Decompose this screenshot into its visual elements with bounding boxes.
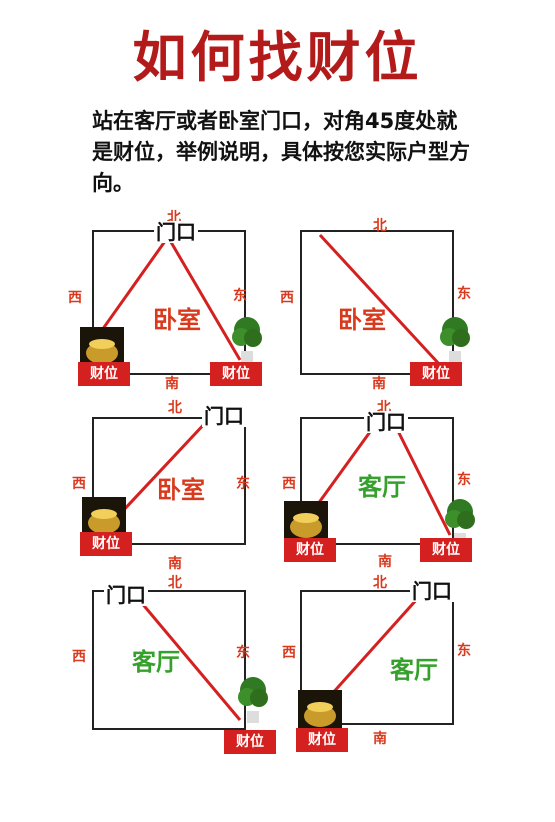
door-label: 门口 [154, 220, 198, 244]
dir-east: 东 [233, 288, 247, 304]
dir-south: 南 [372, 376, 386, 392]
diagonal-line [320, 596, 420, 707]
diagonal-line [93, 236, 242, 361]
gold-pot-icon [82, 497, 126, 537]
dir-east: 东 [457, 643, 471, 659]
dir-south: 南 [165, 376, 179, 392]
diagonal-line [318, 233, 442, 367]
dir-west: 西 [282, 645, 296, 661]
dir-east: 东 [457, 286, 471, 302]
dir-east: 东 [236, 645, 250, 661]
wealth-tag: 财位 [78, 362, 130, 386]
potted-plant-icon [440, 317, 470, 363]
potted-plant-icon [232, 317, 262, 363]
door-label: 门口 [410, 579, 454, 603]
diagram-6: 北 门口 西 东 南 客厅 财位 [280, 570, 495, 770]
room-name-bedroom: 卧室 [338, 306, 386, 334]
gold-pot-icon [284, 501, 328, 541]
room-name-bedroom: 卧室 [157, 476, 205, 504]
door-label: 门口 [104, 583, 148, 607]
dir-north: 北 [168, 575, 182, 591]
wealth-tag: 财位 [224, 730, 276, 754]
potted-plant-icon [238, 677, 268, 723]
gold-pot-icon [298, 690, 342, 730]
room-outline [300, 230, 454, 375]
gold-pot-icon [80, 327, 124, 367]
room-outline [300, 590, 454, 725]
door-label: 门口 [202, 404, 246, 428]
diagram-5: 北 门口 西 东 客厅 财位 [60, 570, 276, 770]
wealth-tag: 财位 [296, 728, 348, 752]
dir-north: 北 [373, 575, 387, 591]
page-title: 如何找财位 [132, 26, 423, 89]
dir-west: 西 [282, 476, 296, 492]
room-name-living: 客厅 [358, 473, 406, 501]
dir-south: 南 [168, 556, 182, 572]
diagram-3: 北 门口 西 东 南 卧室 财位 [60, 395, 275, 585]
wealth-tag: 财位 [420, 538, 472, 562]
diagram-2: 北 西 东 南 卧室 财位 [280, 205, 495, 395]
diagram-1: 北 门口 西 东 南 卧室 财位 财位 [60, 205, 275, 395]
dir-north: 北 [168, 400, 182, 416]
room-outline [92, 417, 246, 545]
wealth-tag: 财位 [80, 532, 132, 556]
room-name-bedroom: 卧室 [153, 306, 201, 334]
diagonal-line [133, 594, 242, 721]
dir-west: 西 [72, 649, 86, 665]
description: 站在客厅或者卧室门口，对角45度处就是财位，举例说明，具体按您实际户型方向。 [92, 109, 470, 195]
diagram-4: 北 门口 西 东 南 客厅 财位 财位 [280, 395, 495, 585]
dir-east: 东 [236, 476, 250, 492]
room-name-living: 客厅 [390, 656, 438, 684]
room-outline [92, 590, 246, 730]
wealth-tag: 财位 [410, 362, 462, 386]
dir-north: 北 [373, 218, 387, 234]
dir-west: 西 [72, 476, 86, 492]
dir-south: 南 [378, 554, 392, 570]
door-label: 门口 [364, 410, 408, 434]
wealth-tag: 财位 [210, 362, 262, 386]
dir-east: 东 [457, 472, 471, 488]
room-name-living: 客厅 [132, 648, 180, 676]
dir-west: 西 [280, 290, 294, 306]
dir-south: 南 [373, 731, 387, 747]
diagonal-line [308, 424, 452, 536]
wealth-tag: 财位 [284, 538, 336, 562]
dir-west: 西 [68, 290, 82, 306]
